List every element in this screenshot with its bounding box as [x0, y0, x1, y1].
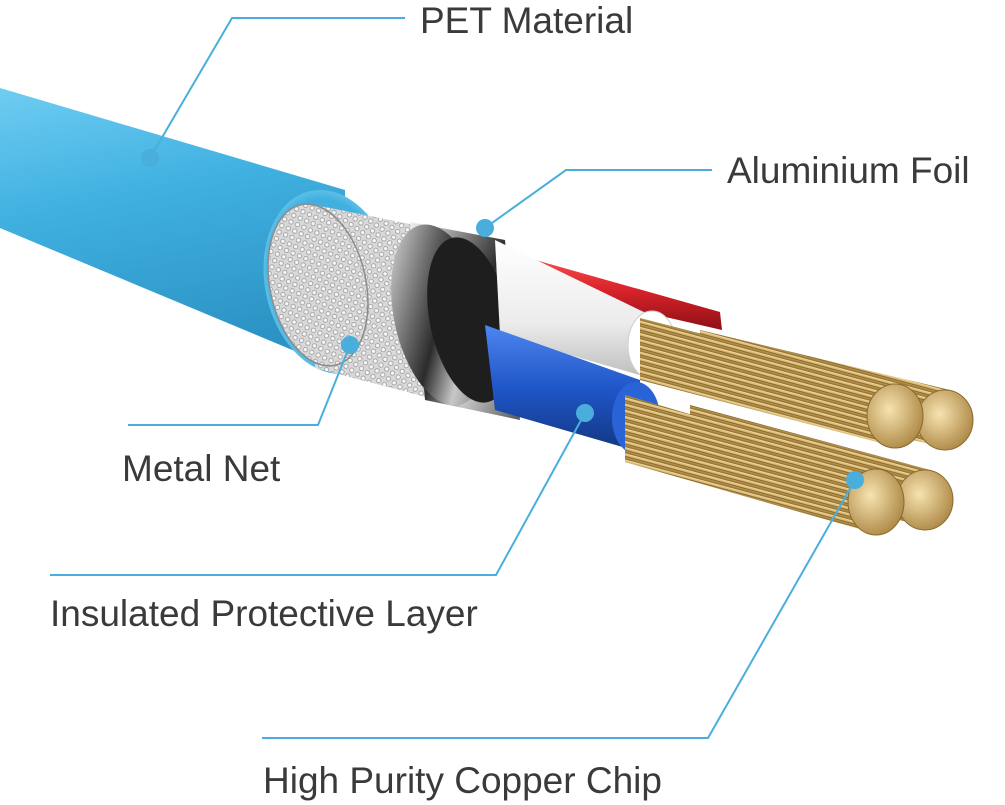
- leader-pet: [149, 17, 405, 159]
- dot-foil: [476, 219, 494, 237]
- copper-strands: [625, 318, 974, 536]
- label-pet-material: PET Material: [420, 0, 634, 41]
- leader-lines: [50, 17, 856, 739]
- label-insulated-protective-layer: Insulated Protective Layer: [50, 593, 478, 634]
- label-metal-net: Metal Net: [122, 448, 281, 489]
- leader-foil: [484, 169, 712, 229]
- label-aluminium-foil: Aluminium Foil: [727, 150, 970, 191]
- dot-copper: [846, 471, 864, 489]
- leader-dots: [141, 149, 864, 489]
- leader-net: [128, 344, 351, 426]
- label-high-purity-copper-chip: High Purity Copper Chip: [263, 760, 662, 801]
- leader-layer: [50, 412, 586, 576]
- leader-copper: [262, 479, 856, 739]
- dot-layer: [576, 404, 594, 422]
- dot-net: [341, 336, 359, 354]
- dot-pet: [141, 149, 159, 167]
